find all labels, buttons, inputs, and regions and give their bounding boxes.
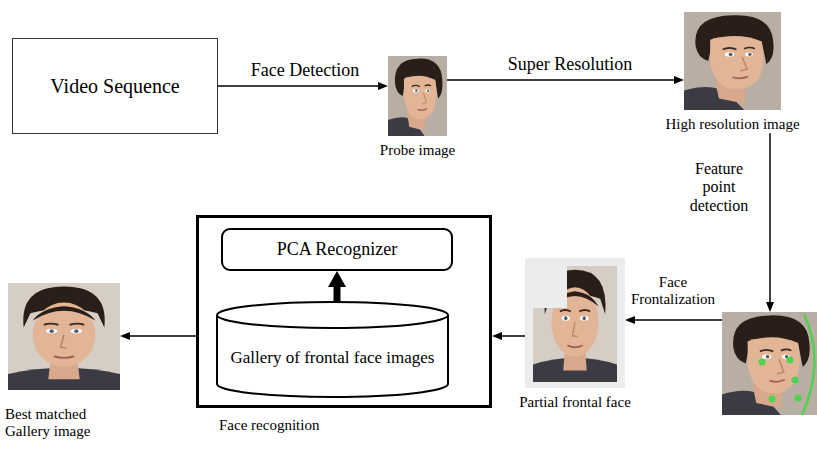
module-frame: Face recognitionPCA RecognizerGallery of… xyxy=(196,215,492,408)
process-box: Video Sequence xyxy=(12,38,218,134)
flow-arrow xyxy=(447,79,674,81)
image-caption: High resolution image xyxy=(665,116,799,133)
feature-points xyxy=(759,314,815,415)
face-image: High resolution image xyxy=(684,12,781,110)
cylinder-rim xyxy=(217,315,448,328)
flow-arrow xyxy=(218,85,378,87)
image-caption: Face recognition xyxy=(219,417,419,434)
face-image: Probe image xyxy=(388,56,447,136)
database-cylinder: Gallery of frontal face images xyxy=(216,301,449,398)
image-caption: Probe image xyxy=(380,142,455,159)
flow-arrow xyxy=(502,335,525,337)
image-caption: Best matched Gallery image xyxy=(5,406,115,441)
image-caption: Partial frontal face xyxy=(519,394,631,411)
edge-label: Face Frontalization xyxy=(628,274,718,309)
node-label: Video Sequence xyxy=(50,75,179,98)
flow-arrow xyxy=(130,335,196,337)
edge-label: Super Resolution xyxy=(475,54,665,75)
face-image xyxy=(722,312,817,415)
face-image: Best matched Gallery image xyxy=(8,283,120,390)
block-arrow xyxy=(334,287,341,301)
edge-label: Feature point detection xyxy=(680,160,758,215)
face-image: Partial frontal face xyxy=(525,258,625,388)
process-box: PCA Recognizer xyxy=(221,228,453,271)
cylinder-body xyxy=(217,302,448,397)
node-label: Gallery of frontal face images xyxy=(231,348,435,368)
edge-label: Face Detection xyxy=(235,60,375,81)
node-label: PCA Recognizer xyxy=(277,239,397,260)
flow-arrow xyxy=(769,133,771,302)
flow-arrow xyxy=(635,319,722,321)
